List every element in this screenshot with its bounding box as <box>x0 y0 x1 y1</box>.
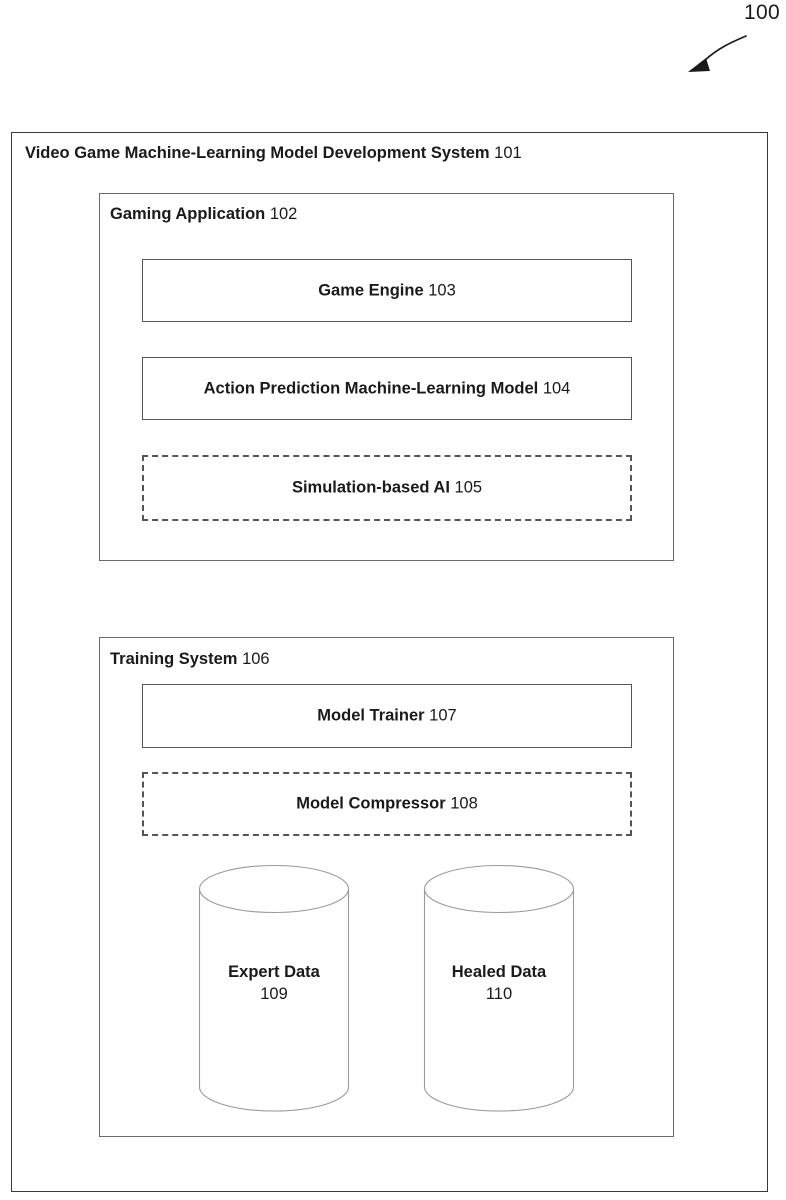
database-cylinder-icon <box>198 864 350 1112</box>
action-prediction-label-wrap: Action Prediction Machine-Learning Model… <box>143 378 631 399</box>
healed-data-number: 110 <box>485 985 513 1004</box>
gaming-application-title-label: Gaming Application <box>110 205 266 223</box>
action-prediction-label: Action Prediction Machine-Learning Model <box>203 379 539 398</box>
expert-data-label: Expert Data <box>228 963 320 981</box>
simulation-based-ai-label: Simulation-based AI <box>291 478 450 497</box>
training-system-title: Training System 106 <box>110 651 270 668</box>
model-compressor-label: Model Compressor <box>296 794 446 813</box>
simulation-based-ai-label-wrap: Simulation-based AI 105 <box>144 478 630 499</box>
healed-data-label: Healed Data <box>451 963 547 981</box>
action-prediction-number: 104 <box>542 379 571 398</box>
model-trainer-label-wrap: Model Trainer 107 <box>143 706 631 727</box>
system-title-label: Video Game Machine-Learning Model Develo… <box>25 144 490 162</box>
expert-data-label-wrap: Expert Data 109 <box>198 961 350 1006</box>
component-box-game-engine: Game Engine 103 <box>142 259 632 322</box>
simulation-based-ai-number: 105 <box>454 478 483 497</box>
game-engine-label: Game Engine <box>318 281 424 300</box>
expert-data-number: 109 <box>260 985 288 1004</box>
game-engine-label-wrap: Game Engine 103 <box>143 280 631 301</box>
component-box-model-trainer: Model Trainer 107 <box>142 684 632 748</box>
model-trainer-label: Model Trainer <box>317 706 425 725</box>
component-box-model-compressor: Model Compressor 108 <box>142 772 632 836</box>
game-engine-number: 103 <box>428 281 456 300</box>
gaming-application-title-number: 102 <box>269 205 298 223</box>
data-store-healed-data: Healed Data 110 <box>423 864 575 1112</box>
model-compressor-label-wrap: Model Compressor 108 <box>144 794 630 815</box>
component-box-simulation-based-ai: Simulation-based AI 105 <box>142 455 632 521</box>
training-system-title-number: 106 <box>242 650 270 668</box>
healed-data-label-wrap: Healed Data 110 <box>423 961 575 1006</box>
database-cylinder-icon <box>423 864 575 1112</box>
curved-arrow-down-left-icon <box>688 35 747 72</box>
figure-reference-number: 100 <box>744 1 780 24</box>
system-title: Video Game Machine-Learning Model Develo… <box>25 145 522 162</box>
data-store-expert-data: Expert Data 109 <box>198 864 350 1112</box>
component-box-action-prediction-machine-learning-model: Action Prediction Machine-Learning Model… <box>142 357 632 420</box>
training-system-title-label: Training System <box>110 650 238 668</box>
model-compressor-number: 108 <box>450 794 478 813</box>
model-trainer-number: 107 <box>429 706 457 725</box>
system-title-number: 101 <box>494 144 522 162</box>
gaming-application-title: Gaming Application 102 <box>110 206 297 223</box>
